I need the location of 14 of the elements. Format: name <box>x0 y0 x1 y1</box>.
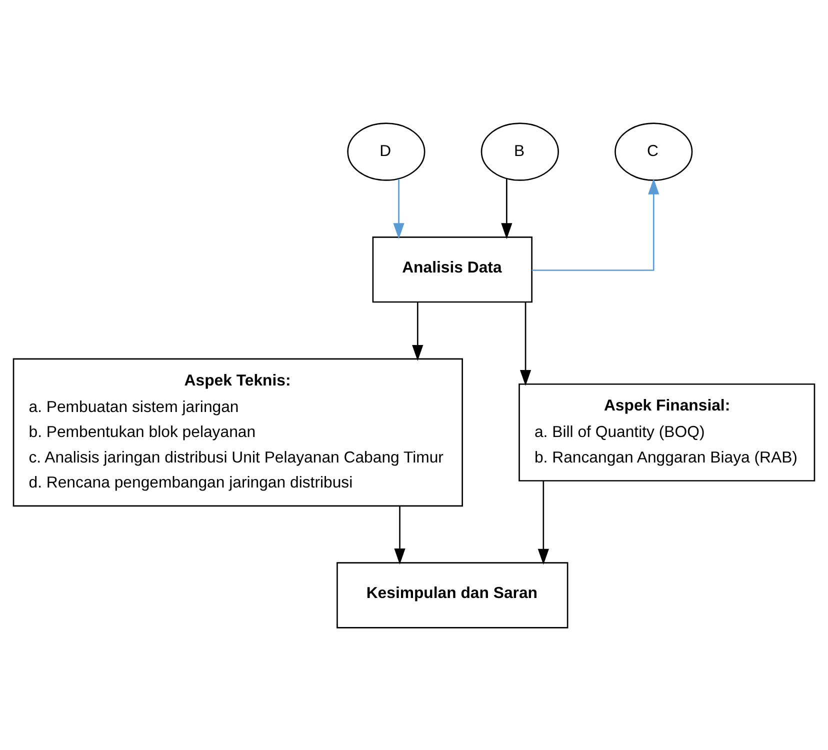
arrow <box>412 302 424 360</box>
node-ellipse: C <box>614 122 693 180</box>
arrow <box>394 506 406 564</box>
node-ellipse: D <box>347 122 426 180</box>
node-box: Aspek Finansial: a. Bill of Quantity (BOQ) b. Rancangan Anggaran Biaya (RAB) <box>518 382 816 481</box>
arrow <box>520 302 532 386</box>
node-box: Kesimpulan dan Saran <box>336 562 568 628</box>
arrow <box>501 178 512 239</box>
arrow <box>532 178 660 270</box>
node-ellipse: B <box>480 122 559 180</box>
node-box: Analisis Data <box>372 236 532 302</box>
arrow <box>393 178 404 238</box>
node-box: Aspek Teknis: a. Pembuatan sistem jaringan b. Pembentukan blok pelayanan c. Analisis jaringan distribusi Unit Pelayanan Cabang Timur d. Rencana pengembangan jaringan distribusi <box>12 358 463 506</box>
arrow <box>538 480 549 564</box>
